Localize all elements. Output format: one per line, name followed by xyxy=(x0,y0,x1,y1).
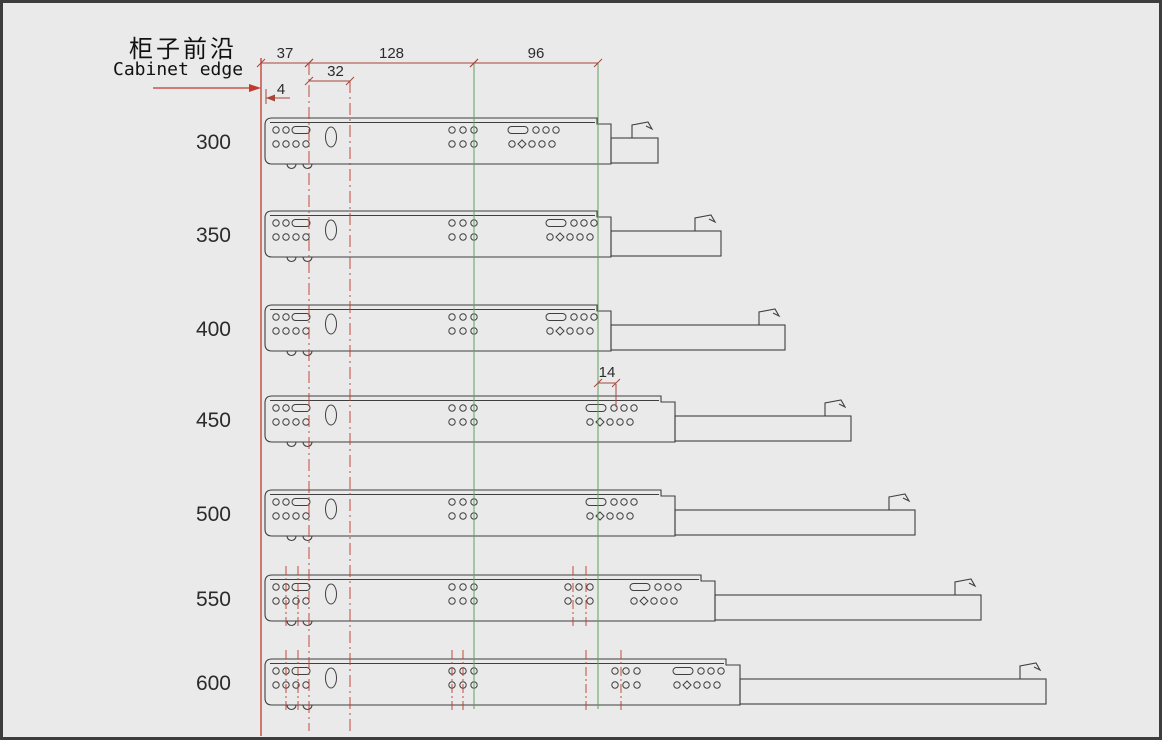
screw-holes xyxy=(273,314,597,336)
cabinet-member xyxy=(265,396,675,442)
dim-label-96: 96 xyxy=(528,45,545,62)
title-english: Cabinet edge xyxy=(113,59,243,80)
screw-holes xyxy=(273,499,637,521)
row-label-300: 300 xyxy=(196,131,231,154)
row-label-450: 450 xyxy=(196,409,231,432)
dim-label-32: 32 xyxy=(327,63,344,80)
drawer-member xyxy=(611,138,658,163)
dim-label-14: 14 xyxy=(599,364,616,381)
slide-row-600 xyxy=(265,650,1046,712)
cabinet-member xyxy=(265,575,715,621)
rear-hook-icon xyxy=(825,400,845,416)
dim-label-4: 4 xyxy=(277,81,285,98)
slide-row-350 xyxy=(265,211,721,262)
mounting-tabs xyxy=(287,621,312,626)
drawer-member xyxy=(740,679,1046,704)
rear-hook-icon xyxy=(955,579,975,595)
vertical-slot xyxy=(326,127,337,147)
vertical-slot xyxy=(326,314,337,334)
edge-arrow-icon xyxy=(249,84,261,92)
rear-hook-icon xyxy=(632,122,652,138)
vertical-slot xyxy=(326,584,337,604)
mounting-tabs xyxy=(287,536,312,541)
dim-label-128: 128 xyxy=(379,45,404,62)
mounting-tabs xyxy=(287,442,312,447)
row-label-350: 350 xyxy=(196,224,231,247)
row-label-400: 400 xyxy=(196,318,231,341)
vertical-slot xyxy=(326,499,337,519)
mounting-tabs xyxy=(287,351,312,356)
rear-hook-icon xyxy=(889,494,909,510)
row-label-500: 500 xyxy=(196,503,231,526)
mounting-tabs xyxy=(287,164,312,169)
rear-hook-icon xyxy=(759,309,779,325)
screw-holes xyxy=(273,668,724,690)
screw-holes xyxy=(273,405,637,427)
rear-hook-icon xyxy=(1020,663,1040,679)
row-label-550: 550 xyxy=(196,588,231,611)
vertical-slot xyxy=(326,405,337,425)
slide-row-550 xyxy=(265,566,981,628)
drawer-member xyxy=(611,325,785,350)
diagram-svg: 300 350 400 450 500 550 600 37 128 96 32 4 14 xyxy=(3,3,1162,740)
vertical-slot xyxy=(326,220,337,240)
screw-holes xyxy=(273,127,559,149)
vertical-slot xyxy=(326,668,337,688)
slide-row-500 xyxy=(265,490,915,541)
dim-label-37: 37 xyxy=(277,45,294,62)
cabinet-member xyxy=(265,118,611,164)
cabinet-member xyxy=(265,490,675,536)
mounting-tabs xyxy=(287,705,312,710)
slide-row-450 xyxy=(265,396,851,447)
slide-row-300 xyxy=(265,118,658,169)
mounting-tabs xyxy=(287,257,312,262)
screw-holes xyxy=(273,584,681,606)
slide-row-400 xyxy=(265,305,785,356)
drawer-member xyxy=(611,231,721,256)
drawer-member xyxy=(715,595,981,620)
dimensions xyxy=(257,59,620,407)
drawer-member xyxy=(675,510,915,535)
drawer-member xyxy=(675,416,851,441)
row-label-600: 600 xyxy=(196,672,231,695)
screw-holes xyxy=(273,220,597,242)
rear-hook-icon xyxy=(695,215,715,231)
